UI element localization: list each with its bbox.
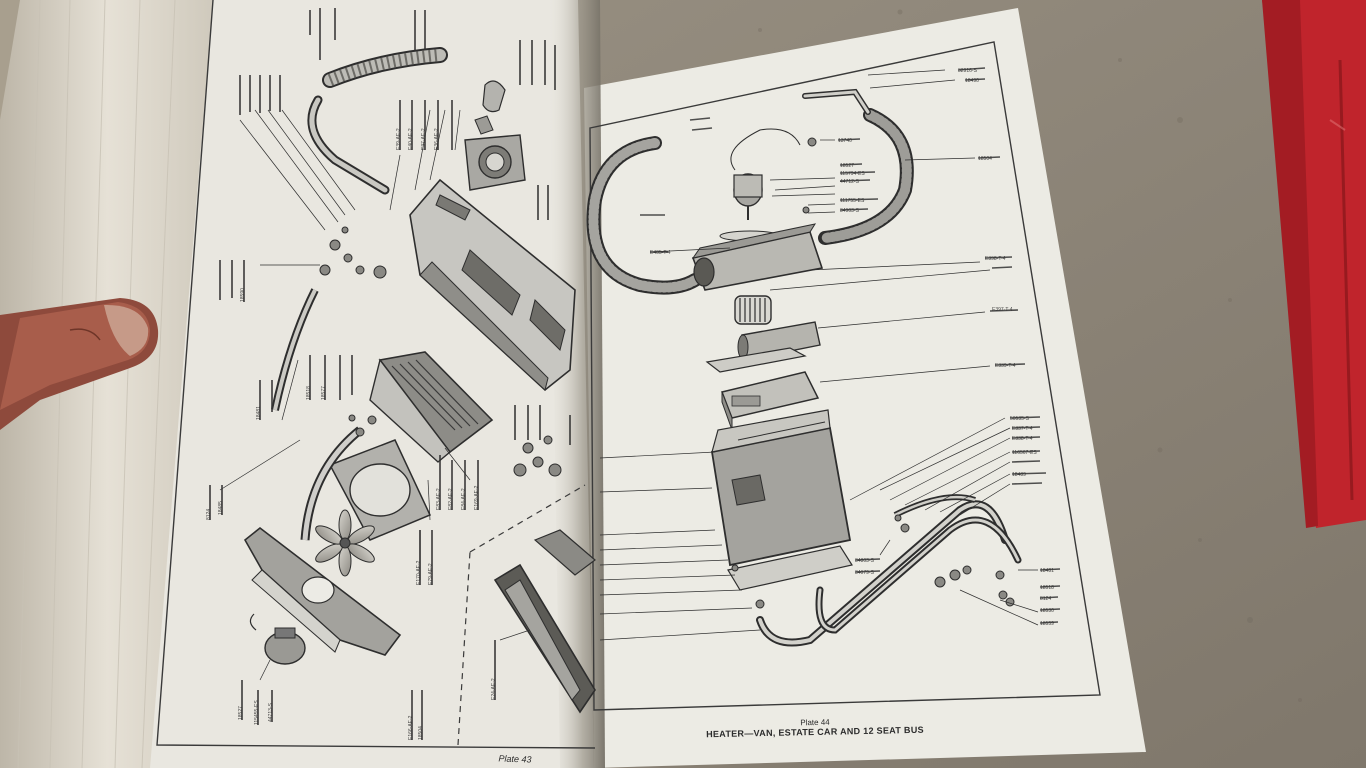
right-page-part-number: E338-T-4 (1012, 436, 1033, 442)
left-page-frame (156, 0, 596, 749)
left-page-part-number: 18577 (321, 386, 327, 400)
left-page-part-number: E84-AE-2 (461, 488, 467, 510)
left-page-part-number: E24-AE-2 (491, 678, 497, 700)
left-page-part-number: 115455-ES (254, 700, 260, 725)
right-page-part-number: E337-T-4 (1012, 426, 1033, 432)
right-page-part-number: 8124 (1040, 596, 1051, 602)
right-page-part-number: E339-T-4 (995, 363, 1016, 369)
left-page-part-number: 8124 (206, 509, 212, 520)
right-page-part-number: 18489 (1012, 472, 1026, 478)
right-page-frame (589, 41, 1101, 711)
left-page (150, 0, 594, 768)
right-page-part-number: 34803-S (855, 558, 875, 564)
right-page-part-number: 115794-ES (840, 171, 865, 177)
hand-finger (0, 298, 159, 430)
right-page-part-number: 111755-ES (840, 198, 865, 204)
right-page-part-number: 50535-S (1010, 416, 1030, 422)
right-page-part-number: 44712-S (840, 179, 860, 185)
right-page-part-number: 18527 (840, 163, 854, 169)
left-page-part-number: E40-AE-2 (408, 128, 414, 150)
right-page-part-number: 18530 (1040, 608, 1054, 614)
left-page-part-number: E170-AE-2 (416, 560, 422, 585)
left-page-part-number: 18518 (306, 386, 312, 400)
right-page (584, 8, 1146, 768)
right-page-part-number: 18490 (965, 78, 979, 84)
left-page-part-number: E83-AE-2 (436, 488, 442, 510)
left-page-part-number: 44713-S (268, 702, 274, 722)
right-page-part-number: E397-T-4 (992, 307, 1013, 313)
right-page-part-number: 18518 (1040, 585, 1054, 591)
left-page-part-number: E79-AE-2 (428, 563, 434, 585)
left-page-part-number: E36-AE-2 (434, 128, 440, 150)
left-page-part-number: E37-AE-2 (421, 128, 427, 150)
floor-texture (758, 9, 1302, 702)
left-page-part-number: E82-AE-2 (448, 488, 454, 510)
left-page-part-number: 18481 (256, 406, 262, 420)
right-page-part-number: 18481 (1040, 568, 1054, 574)
page-stack (0, 0, 215, 768)
right-page-part-number: 116567-ES (1012, 450, 1037, 456)
left-heater-diagram (209, 8, 596, 740)
right-heater-diagram (586, 67, 1061, 647)
right-page-part-number: 34079-S (855, 570, 875, 576)
right-page-part-number: 18504 (978, 156, 992, 162)
right-page-part-number: E398-T-4 (985, 256, 1006, 262)
left-page-part-number: 18590 (240, 288, 246, 302)
left-page-part-number: E39-AE-2 (396, 128, 402, 150)
right-page-part-number: 32916-S (958, 68, 978, 74)
right-page-part-number: 34903-S (840, 208, 860, 214)
left-page-part-number: 18504 (418, 726, 424, 740)
left-page-part-number: 18485 (218, 501, 224, 515)
left-page-part-number: E166-AE-2 (408, 715, 414, 740)
left-page-part-number: 18527 (238, 706, 244, 720)
right-page-part-number: 18559 (1040, 621, 1054, 627)
right-page-part-number: E405-T-4 (650, 250, 671, 256)
left-page-part-number: E169-AE-2 (474, 485, 480, 510)
red-book (1262, 0, 1366, 528)
right-page-part-number: 13740 (838, 138, 852, 144)
